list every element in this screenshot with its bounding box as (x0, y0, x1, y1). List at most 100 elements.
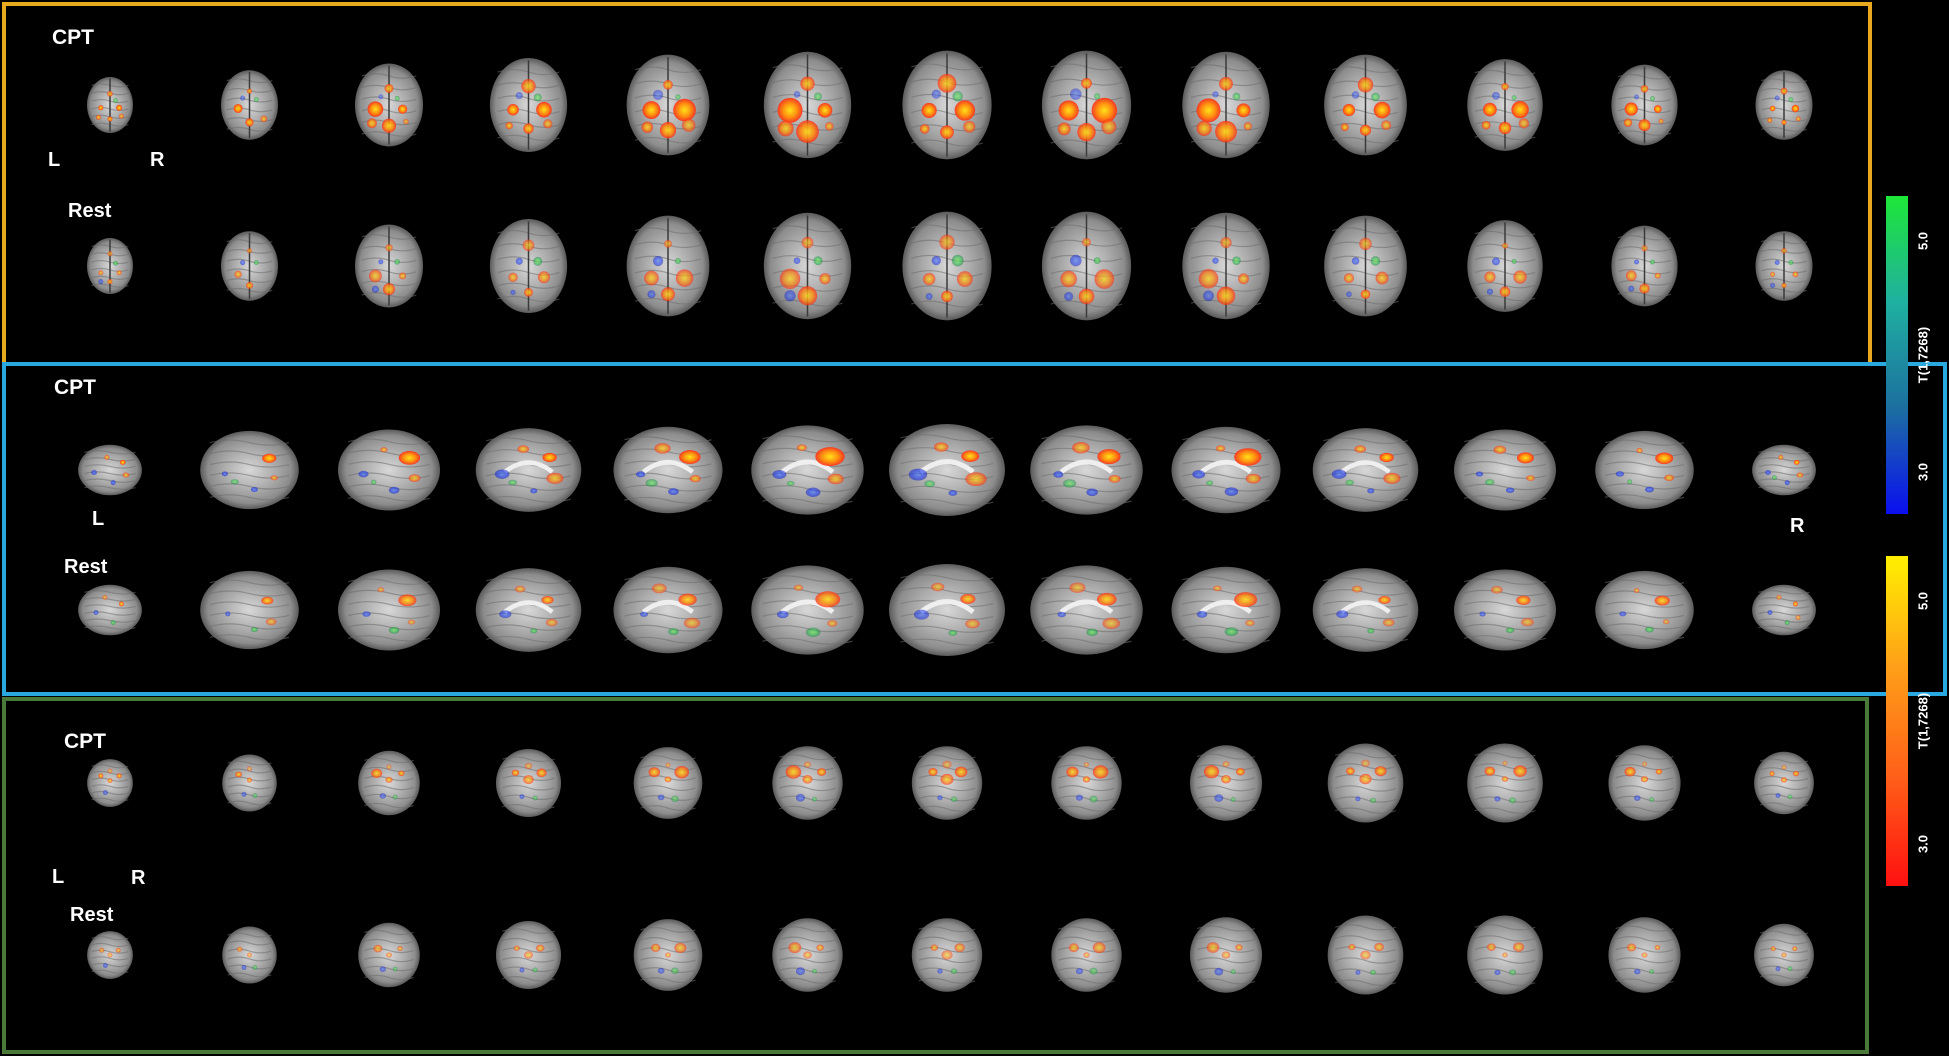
gyrus-line (1759, 767, 1809, 773)
activation-cluster (650, 943, 661, 952)
activation-cluster (1788, 96, 1794, 102)
gyrus-line (918, 946, 976, 953)
activation-cluster (1509, 797, 1517, 804)
gyrus-line (209, 439, 290, 446)
gyrus-line (1058, 795, 1115, 802)
activation-cluster (1094, 93, 1101, 100)
gyrus-line (1758, 604, 1810, 609)
brain-slice (1755, 231, 1813, 301)
brain-slice (337, 569, 441, 651)
activation-cluster (384, 83, 394, 93)
gyrus-line (486, 624, 571, 631)
gyrus-line (1604, 623, 1685, 630)
activation-cluster (265, 618, 277, 626)
activation-cluster (394, 95, 400, 101)
activation-cluster (1654, 272, 1661, 279)
gyrus-line (1758, 457, 1810, 462)
activation-cluster (1092, 765, 1109, 779)
activation-cluster (1230, 797, 1236, 803)
activation-cluster (1481, 120, 1491, 130)
activation-cluster (98, 105, 104, 111)
activation-cluster (1641, 245, 1648, 252)
activation-cluster (1212, 585, 1222, 592)
activation-cluster (1381, 120, 1392, 131)
activation-cluster (107, 778, 113, 784)
gyrus-line (1335, 979, 1396, 986)
gyrus-line (364, 956, 414, 963)
corpus-callosum (1059, 599, 1114, 614)
brain-slice (1595, 430, 1694, 510)
activation-cluster (657, 794, 665, 801)
brain-outline (613, 426, 723, 514)
activation-cluster (233, 103, 243, 113)
activation-cluster (796, 444, 808, 452)
gyrus-line (84, 450, 136, 455)
activation-cluster (1494, 969, 1501, 976)
gyrus-line (762, 612, 853, 620)
activation-cluster (98, 270, 104, 276)
activation-cluster (950, 796, 958, 803)
activation-cluster (954, 943, 965, 953)
gyrus-line (1604, 634, 1685, 641)
brain-slice (200, 430, 299, 510)
activation-cluster (1224, 487, 1239, 497)
activation-cluster (674, 257, 681, 264)
activation-cluster (1064, 291, 1074, 301)
gyrus-line (779, 967, 836, 974)
gyrus-line (1615, 946, 1674, 953)
brain-outline (200, 570, 299, 650)
activation-cluster (1082, 776, 1091, 783)
brain-slice (78, 584, 142, 636)
gyrus-line (900, 434, 994, 442)
brain-outline (1030, 425, 1143, 515)
gyrus-line (1041, 485, 1132, 493)
gyrus-line (1464, 495, 1546, 502)
activation-cluster (385, 244, 393, 252)
activation-cluster (960, 594, 976, 604)
activation-cluster (928, 768, 938, 776)
gyrus-line (227, 940, 272, 946)
activation-cluster (1075, 968, 1084, 975)
activation-cluster (635, 471, 646, 478)
brain-outline (1467, 743, 1543, 823)
activation-cluster (1214, 967, 1224, 976)
gyrus-line (1758, 485, 1810, 490)
brain-slice (354, 224, 424, 308)
gyrus-line (502, 937, 555, 944)
corpus-callosum (503, 600, 554, 614)
gyrus-line (918, 936, 976, 943)
activation-cluster (931, 89, 941, 99)
gyrus-line (779, 795, 836, 802)
activation-cluster (1371, 92, 1380, 102)
activation-cluster (1216, 286, 1236, 306)
activation-cluster (408, 474, 421, 482)
activation-cluster (673, 98, 696, 122)
activation-cluster (398, 104, 408, 114)
activation-cluster (805, 627, 821, 638)
brain-outline (1171, 426, 1281, 514)
activation-cluster (1238, 273, 1249, 285)
activation-cluster (107, 91, 113, 97)
activation-cluster (399, 272, 407, 280)
gyrus-line (1464, 483, 1546, 491)
activation-cluster (262, 453, 277, 463)
brain-slice (1182, 51, 1270, 159)
gyrus-line (1196, 936, 1256, 943)
brain-slice (902, 50, 992, 160)
activation-cluster (250, 627, 258, 633)
activation-cluster (671, 795, 679, 803)
activation-cluster (1634, 795, 1641, 801)
activation-cluster (119, 113, 124, 119)
gyrus-line (227, 972, 272, 978)
gyrus-line (1758, 464, 1810, 469)
activation-cluster (533, 93, 542, 102)
activation-cluster (1641, 761, 1648, 767)
activation-cluster (98, 279, 104, 285)
activation-cluster (1108, 475, 1121, 483)
activation-cluster (937, 968, 943, 974)
gyrus-line (348, 438, 430, 445)
activation-cluster (1639, 283, 1650, 294)
activation-cluster (1623, 118, 1633, 127)
gyrus-line (486, 612, 571, 620)
